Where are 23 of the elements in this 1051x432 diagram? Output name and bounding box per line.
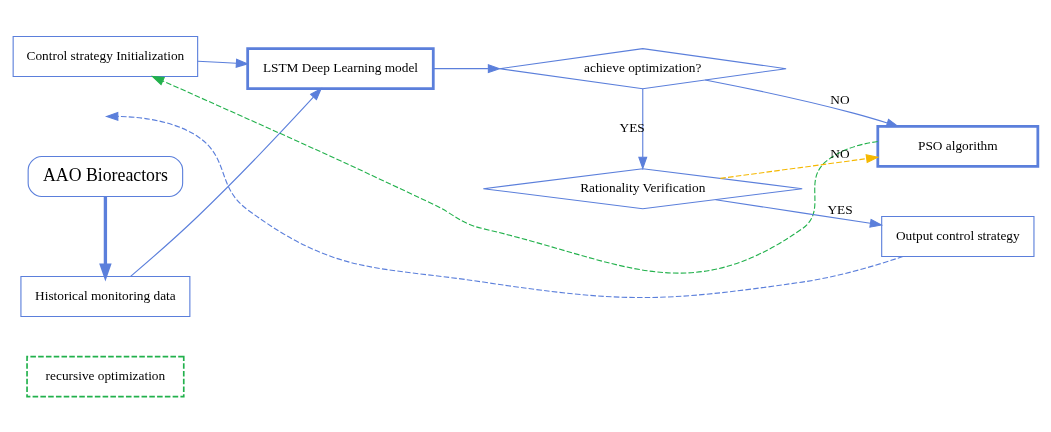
node-box: Historical monitoring data bbox=[20, 275, 191, 317]
arrow bbox=[715, 198, 884, 228]
edge-label: YES bbox=[827, 201, 853, 217]
arrow bbox=[197, 58, 250, 68]
node-box: Control strategy Initialization bbox=[12, 35, 199, 77]
arrow bbox=[99, 196, 112, 281]
node-box: PSO algorithm bbox=[876, 124, 1040, 168]
node-diamond: achieve optimization? bbox=[498, 47, 787, 89]
node-box: AAO Bioreactors bbox=[27, 155, 184, 197]
node-box: recursive optimization bbox=[26, 355, 185, 397]
arrow bbox=[105, 111, 904, 298]
arrow bbox=[704, 78, 900, 127]
edge-label: YES bbox=[619, 119, 645, 135]
node-box: Output control strategy bbox=[881, 215, 1035, 257]
arrow bbox=[150, 75, 879, 274]
edge-label: NO bbox=[830, 145, 850, 161]
arrow bbox=[433, 63, 502, 73]
arrow bbox=[719, 153, 880, 179]
arrow bbox=[130, 87, 323, 277]
node-diamond: Rationality Verification bbox=[482, 167, 803, 209]
arrow bbox=[638, 87, 648, 170]
node-box: LSTM Deep Learning model bbox=[246, 46, 435, 90]
edge-label: NO bbox=[830, 91, 850, 107]
